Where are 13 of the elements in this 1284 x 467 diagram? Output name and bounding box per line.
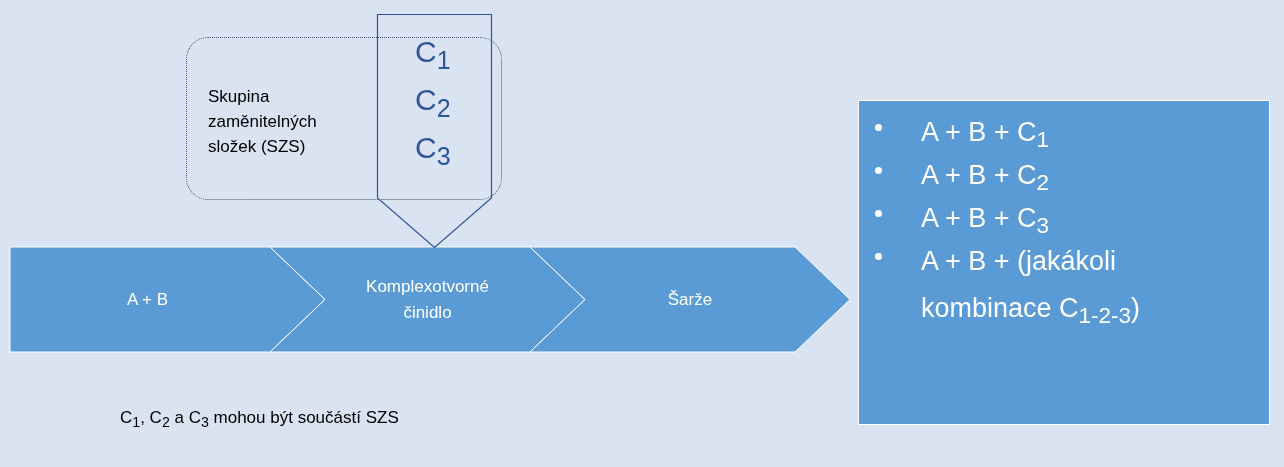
list-item: A + B + C$_{3}$ bbox=[921, 202, 1051, 241]
component-label: C$_{1}$ bbox=[415, 34, 451, 76]
list-item: A + B + (jakákoli kombinace C$_{1-2-3}$) bbox=[921, 245, 1142, 331]
component-label: C$_{3}$ bbox=[415, 130, 451, 172]
note-text: C$_{1}$, C$_{2}$ a C$_{3}$ mohou být součástí SZS bbox=[120, 408, 399, 431]
list-item: A + B + C$_{2}$ bbox=[921, 159, 1051, 198]
group-label: Skupina zaměnitelných složek (SZS) bbox=[208, 86, 318, 158]
step-label: Šarže bbox=[666, 288, 714, 311]
list-item: A + B + C$_{1}$ bbox=[921, 116, 1051, 155]
result-box bbox=[858, 100, 1270, 425]
component-label: C$_{2}$ bbox=[415, 82, 451, 124]
step-label: Komplexotvorné činidlo bbox=[365, 275, 490, 324]
step-label: A + B bbox=[125, 288, 170, 311]
